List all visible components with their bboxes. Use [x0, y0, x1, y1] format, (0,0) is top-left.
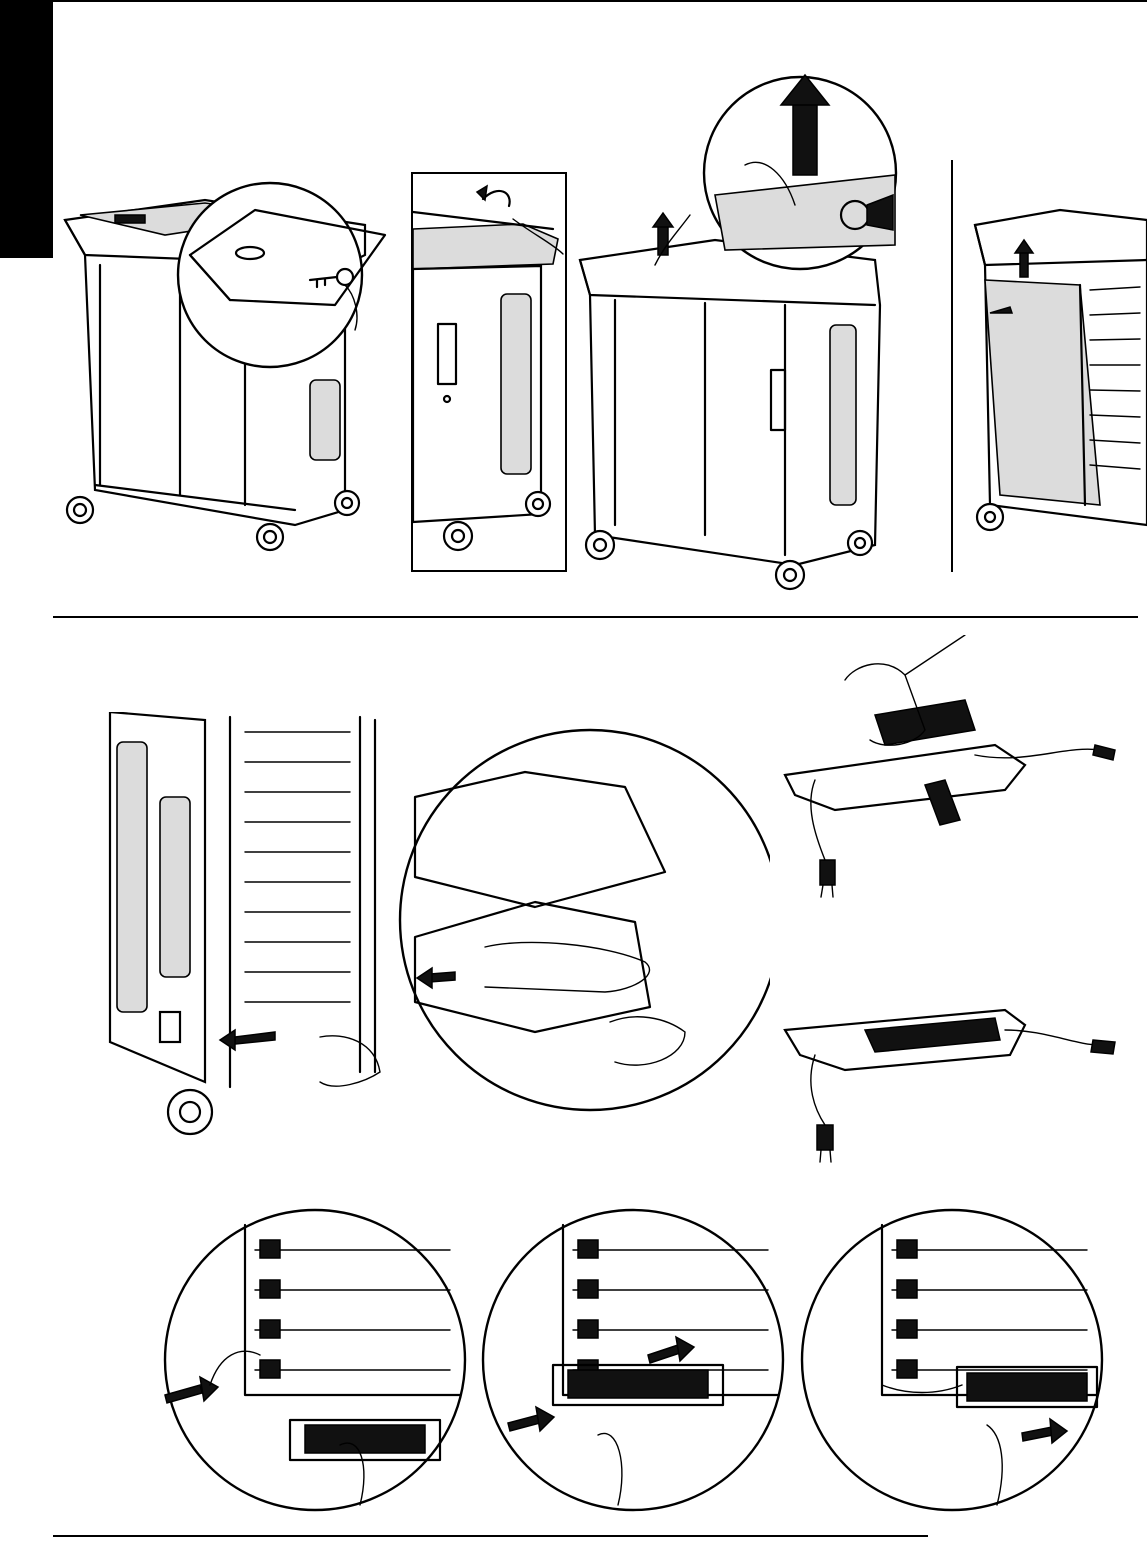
- adapter-tray-load-figure: [775, 635, 1125, 905]
- cable-connect-3-figure: [797, 1205, 1107, 1515]
- vertical-separator: [951, 160, 953, 572]
- power-plug-removal-figure: [575, 55, 935, 595]
- left-arrow-icon: [220, 1030, 275, 1050]
- section-divider: [53, 616, 1138, 618]
- top-rule: [53, 0, 1147, 2]
- shelf-release-figure: [105, 712, 770, 1142]
- adapter-tray-loaded-figure: [775, 1000, 1125, 1165]
- power-adapter-icon: [875, 700, 975, 745]
- cable-connect-1-figure: [160, 1205, 470, 1515]
- lid-open-detail-figure: [411, 172, 567, 572]
- curved-arrow-icon: [477, 186, 510, 206]
- language-tab: [0, 0, 53, 258]
- cable-connect-2-figure: [478, 1205, 788, 1515]
- bottom-rule: [53, 1535, 928, 1537]
- cart-lid-unlock-figure: [55, 165, 395, 560]
- side-panel-removal-figure: [960, 205, 1147, 535]
